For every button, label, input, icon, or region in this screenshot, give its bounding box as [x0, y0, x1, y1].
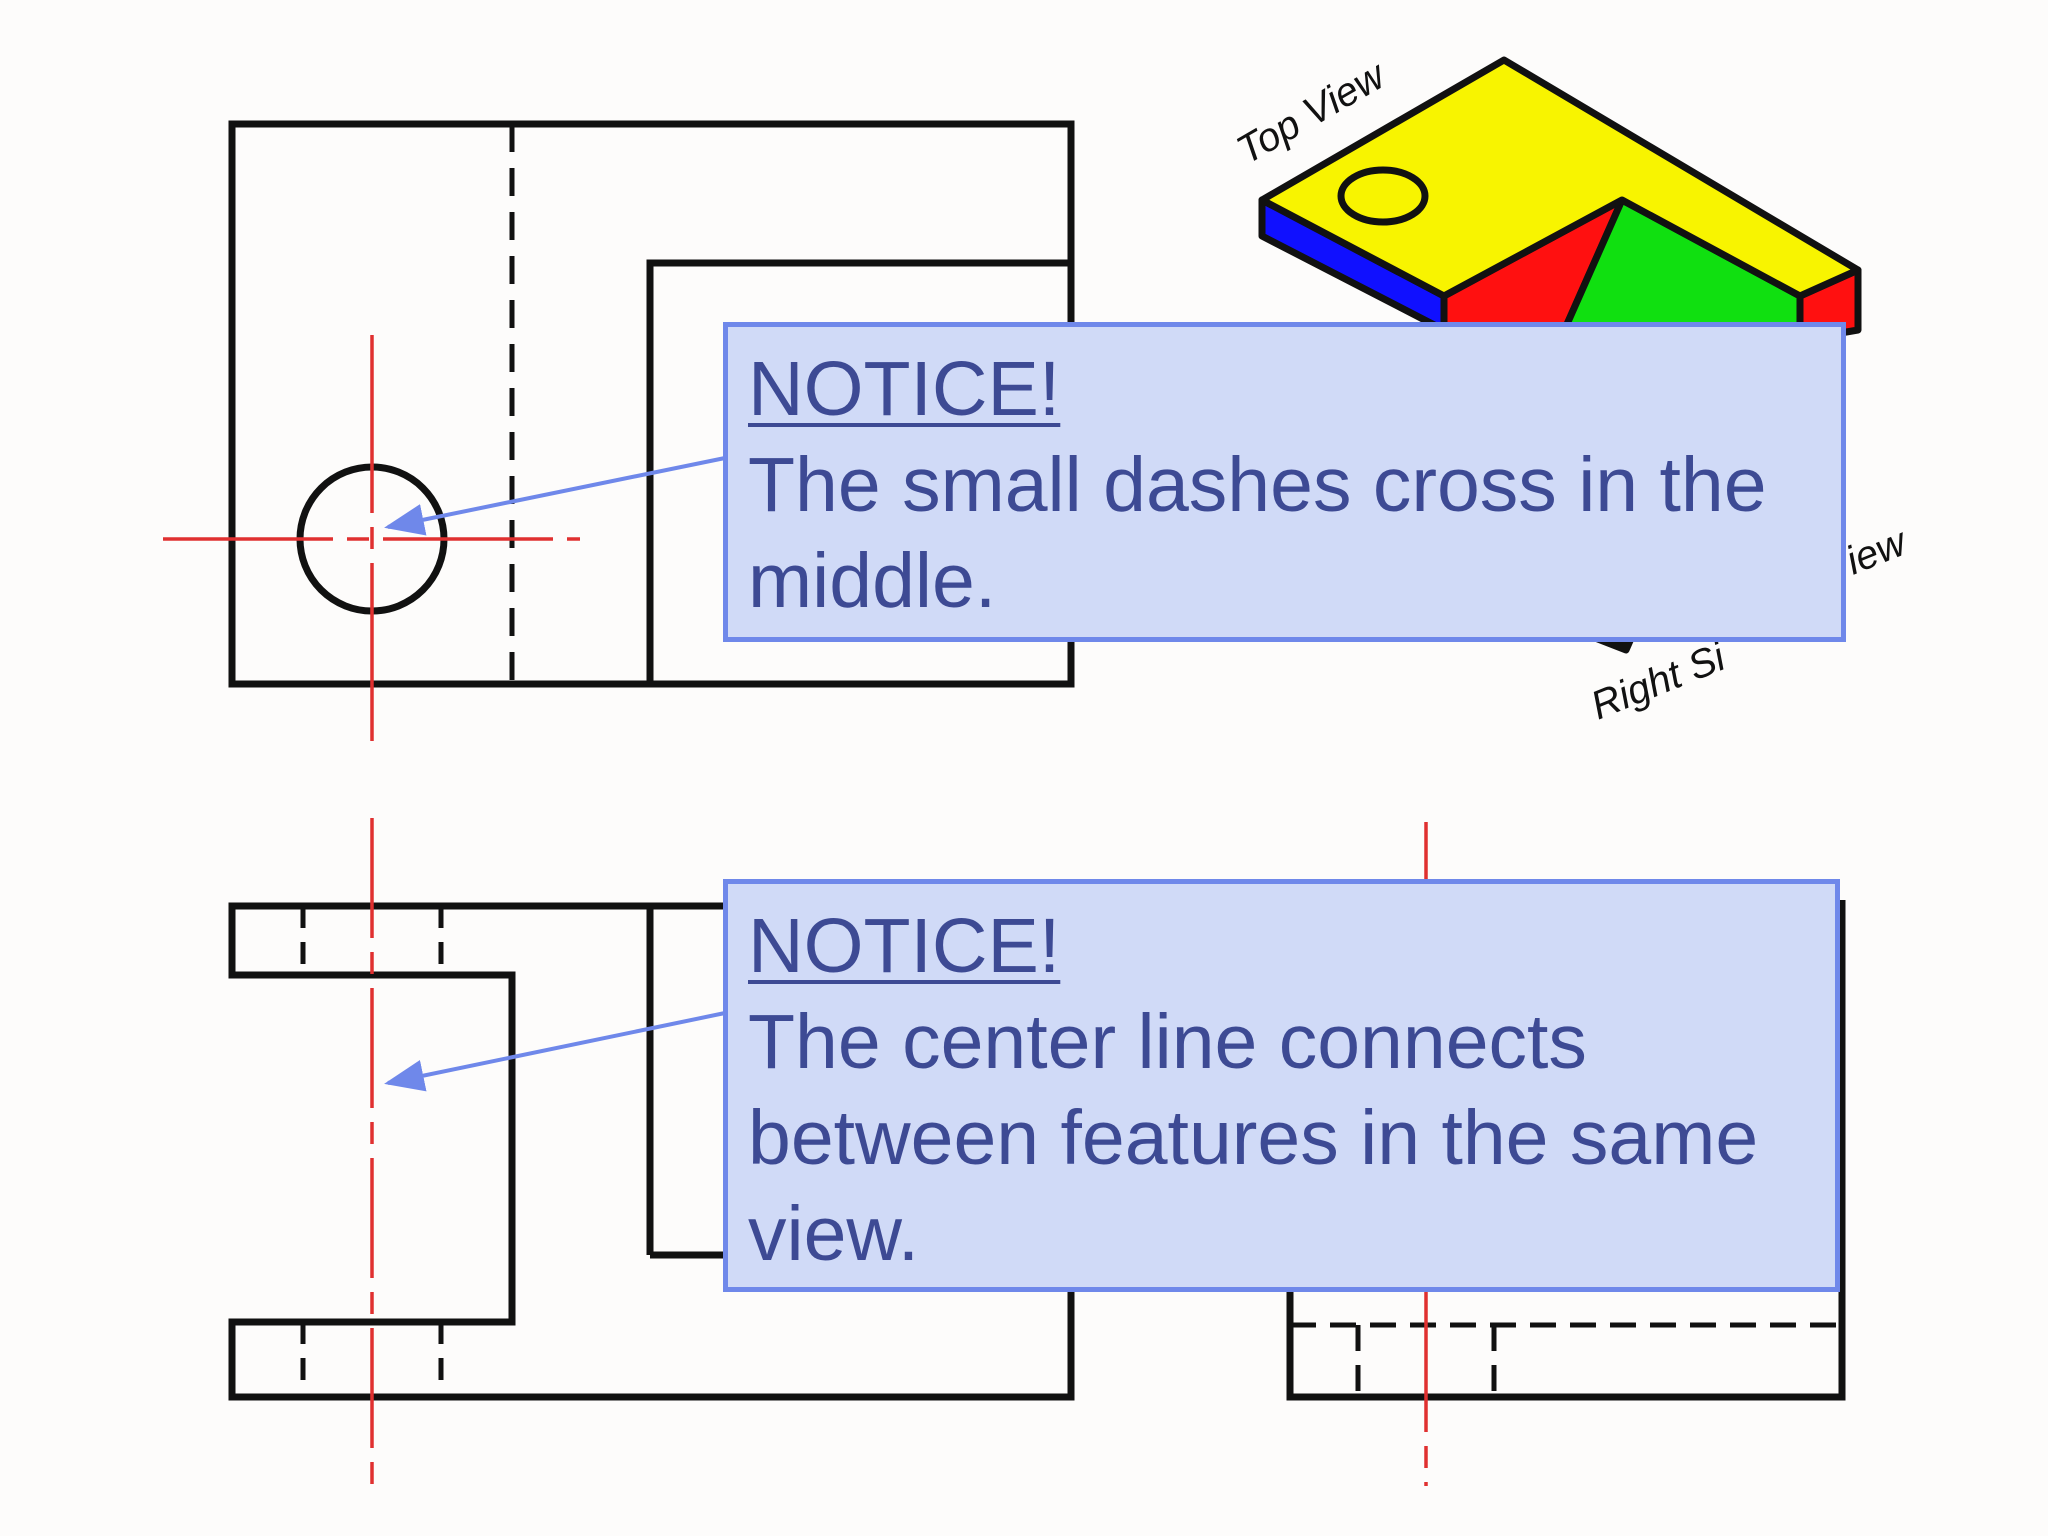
notice-text: The small dashes cross in the middle. [748, 442, 1767, 624]
iso-top-face [1258, 56, 1862, 300]
right-side-view-label: Right Si [1585, 635, 1732, 729]
callout-2-arrow [384, 1011, 726, 1092]
notice-callout-2: NOTICE! The center line connects between… [723, 879, 1840, 1292]
top-view-step-line [646, 259, 1071, 684]
notice-callout-1: NOTICE! The small dashes cross in the mi… [723, 322, 1846, 642]
right-side-view-label-tail: iew [1840, 519, 1915, 583]
right-side-hidden-lines [1290, 1322, 1842, 1397]
front-view-hidden-lines [300, 906, 444, 1397]
notice-text: The center line connects between feature… [748, 999, 1759, 1277]
top-view-center-lines [163, 335, 580, 748]
right-side-view-outline [1286, 900, 1846, 1401]
right-side-view [1286, 900, 1846, 1401]
isometric-pictorial [1258, 56, 1862, 654]
callout-1-arrow [384, 456, 726, 536]
iso-hole [1337, 166, 1429, 226]
notice-heading: NOTICE! [748, 346, 1061, 432]
notice-heading: NOTICE! [748, 903, 1061, 989]
